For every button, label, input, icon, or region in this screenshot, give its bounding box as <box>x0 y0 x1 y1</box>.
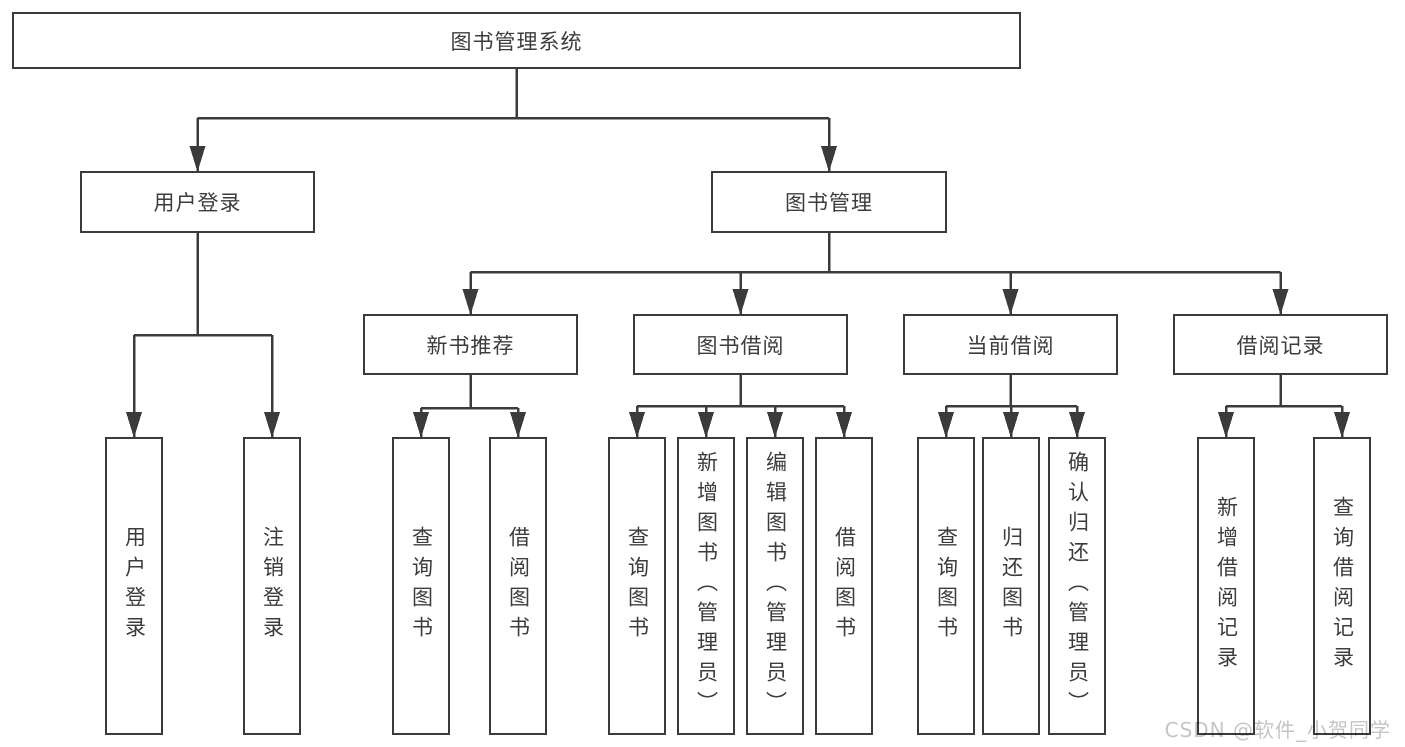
leaf-borrow-query-books: 查询图书 <box>608 437 666 735</box>
node-label: 确认归还（管理员） <box>1065 451 1090 721</box>
node-user-login: 用户登录 <box>80 171 315 233</box>
leaf-borrow-borrow-books: 借阅图书 <box>815 437 873 735</box>
leaf-recommend-query-books: 查询图书 <box>392 437 450 735</box>
node-new-book-recommendation: 新书推荐 <box>363 314 578 375</box>
node-book-borrowing: 图书借阅 <box>633 314 848 375</box>
node-current-borrowing: 当前借阅 <box>903 314 1118 375</box>
node-label: 借阅图书 <box>506 526 531 646</box>
node-label: 新书推荐 <box>426 333 515 358</box>
node-borrowing-records: 借阅记录 <box>1173 314 1388 375</box>
node-label: 查询借阅记录 <box>1330 496 1355 676</box>
node-label: 注销登录 <box>260 526 285 646</box>
leaf-current-return-books: 归还图书 <box>982 437 1040 735</box>
node-label: 查询图书 <box>934 526 959 646</box>
node-label: 借阅记录 <box>1236 333 1325 358</box>
leaf-records-add-record: 新增借阅记录 <box>1197 437 1255 735</box>
node-label: 用户登录 <box>122 526 147 646</box>
node-label: 归还图书 <box>999 526 1024 646</box>
leaf-user-login: 用户登录 <box>105 437 163 735</box>
node-label: 新增借阅记录 <box>1214 496 1239 676</box>
node-label: 图书借阅 <box>696 333 785 358</box>
node-label: 查询图书 <box>409 526 434 646</box>
node-library-system: 图书管理系统 <box>12 12 1021 69</box>
node-label: 新增图书（管理员） <box>694 451 719 721</box>
node-label: 当前借阅 <box>966 333 1055 358</box>
leaf-records-query-record: 查询借阅记录 <box>1313 437 1371 735</box>
node-label: 用户登录 <box>153 191 242 215</box>
leaf-current-query-books: 查询图书 <box>917 437 975 735</box>
node-label: 图书管理 <box>785 191 873 215</box>
node-label: 查询图书 <box>625 526 650 646</box>
node-label: 图书管理系统 <box>450 29 583 54</box>
leaf-logout: 注销登录 <box>243 437 301 735</box>
node-label: 借阅图书 <box>832 526 857 646</box>
node-label: 编辑图书（管理员） <box>763 451 788 721</box>
leaf-recommend-borrow-books: 借阅图书 <box>489 437 547 735</box>
leaf-borrow-edit-books-admin: 编辑图书（管理员） <box>746 437 804 735</box>
csdn-watermark: CSDN @软件_小贺同学 <box>1164 718 1391 742</box>
node-book-management: 图书管理 <box>711 171 947 233</box>
leaf-current-confirm-return-admin: 确认归还（管理员） <box>1048 437 1106 735</box>
leaf-borrow-add-books-admin: 新增图书（管理员） <box>677 437 735 735</box>
